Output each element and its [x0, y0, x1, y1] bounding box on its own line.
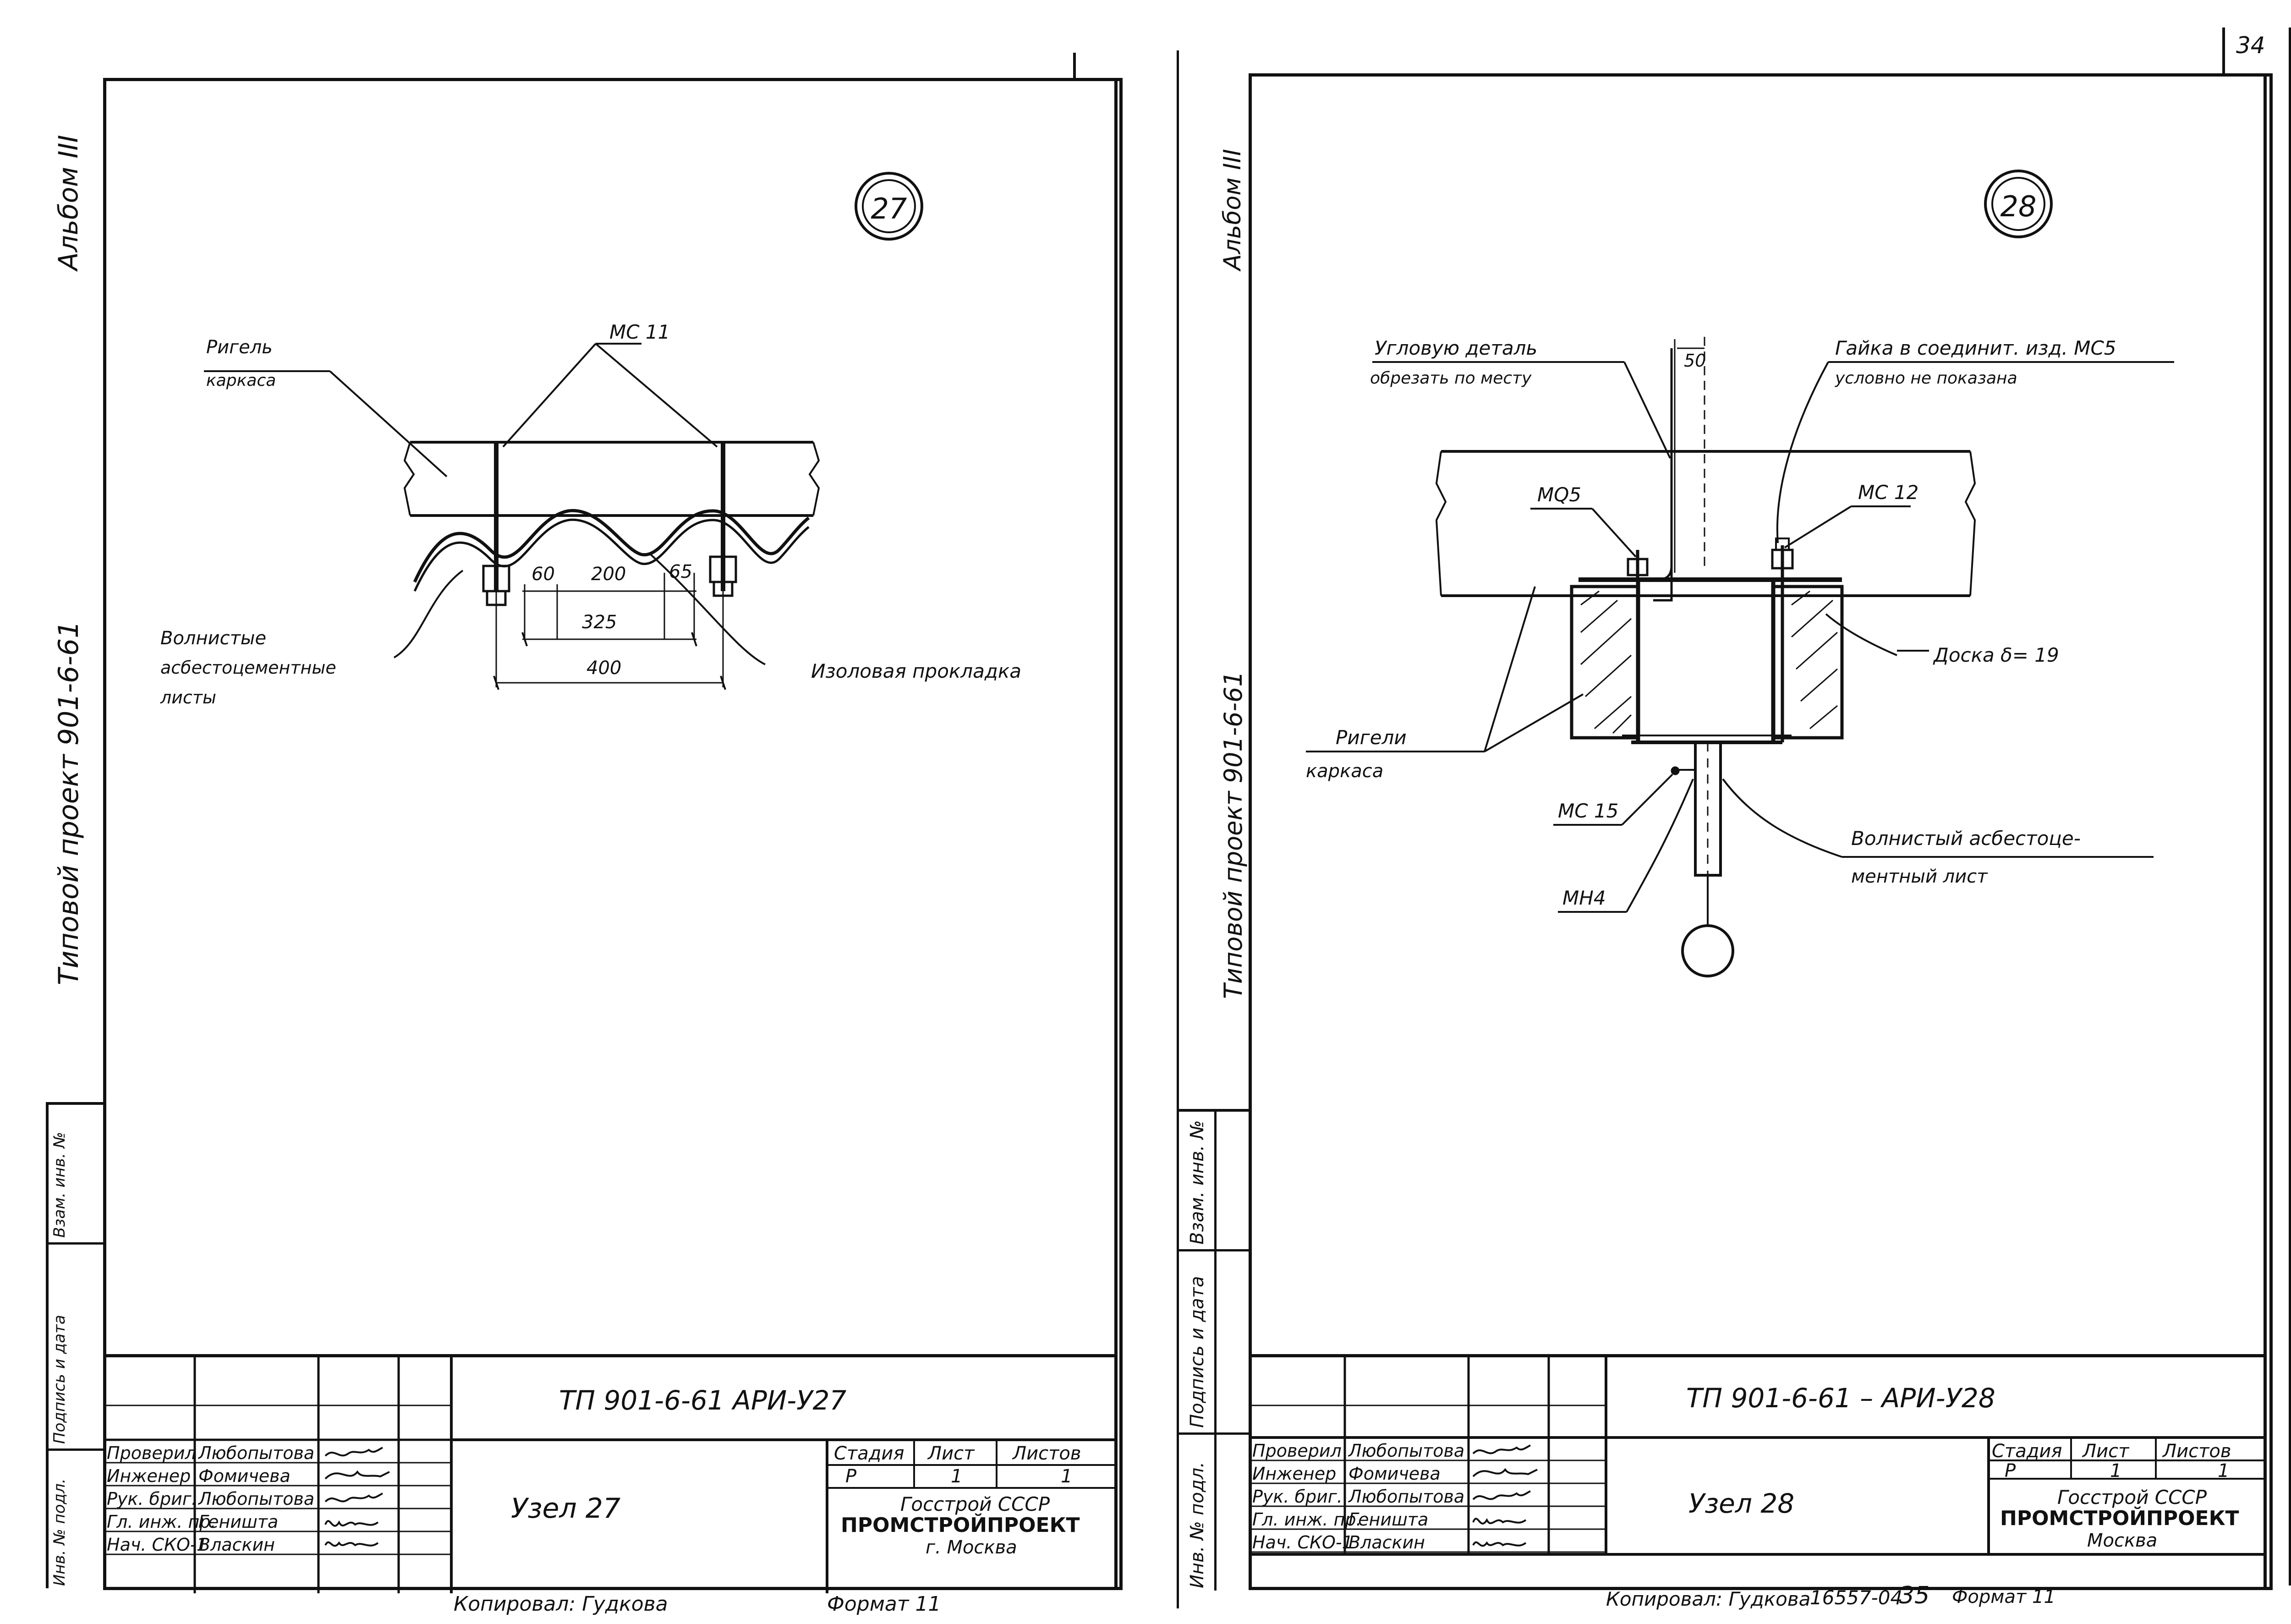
- signatures: [1472, 1444, 1538, 1547]
- label-sheets-1: Волнистые: [160, 628, 267, 649]
- name-2: Фомичева: [198, 1466, 290, 1486]
- label-mn4: МН4: [1562, 887, 1606, 909]
- sheet-header: Лист: [928, 1443, 975, 1464]
- label-sheet-1: Волнистый асбестоце-: [1851, 827, 2081, 850]
- org-line-1: Госстрой СССР: [2057, 1486, 2207, 1509]
- drawing-code: ТП 901-6-61 – АРИ-У28: [1686, 1383, 1995, 1414]
- frame-inner-line: [1114, 78, 1118, 1590]
- sheet-value: 1: [2110, 1460, 2122, 1481]
- label-corner-2: обрезать по месту: [1370, 369, 1532, 388]
- name-4: Геништа: [1348, 1509, 1429, 1530]
- label-sheet-2: ментный лист: [1851, 866, 1988, 887]
- dim-65: 65: [669, 561, 692, 582]
- label-sheets-2: асбестоцементные: [160, 658, 336, 678]
- dim-400: 400: [586, 658, 622, 679]
- role-1: Проверил: [1252, 1441, 1342, 1461]
- label-gasket: Изоловая прокладка: [811, 660, 1022, 682]
- label-mc15: МС 15: [1558, 800, 1619, 822]
- node-title: Узел 27: [511, 1492, 621, 1525]
- stage-value: Р: [2005, 1460, 2016, 1481]
- dim-325: 325: [582, 612, 617, 633]
- footer-format: Формат 11: [827, 1592, 941, 1616]
- sheet-header: Лист: [2083, 1441, 2129, 1462]
- frame-right-edge: [2289, 27, 2291, 1586]
- label-rigel-frame: каркаса: [206, 371, 276, 390]
- name-5: Власкин: [1348, 1532, 1425, 1553]
- name-4: Геништа: [198, 1512, 279, 1532]
- title-block-grid: [1249, 1357, 2267, 1556]
- footer-format: Формат 11: [1952, 1586, 2055, 1608]
- stage-value: Р: [845, 1466, 857, 1487]
- label-mc12: МС 12: [1858, 481, 1919, 504]
- role-2: Инженер: [1252, 1464, 1337, 1484]
- detail-number-circle: 27: [855, 172, 923, 241]
- top-tick: [1073, 53, 1076, 80]
- signatures: [324, 1447, 390, 1547]
- role-4: Гл. инж. пр.: [1252, 1509, 1362, 1530]
- label-nut-2: условно не показана: [1835, 369, 2017, 388]
- org-line-3: г. Москва: [926, 1537, 1017, 1558]
- label-board: Доска δ= 19: [1934, 644, 2059, 666]
- role-1: Проверил: [107, 1443, 196, 1463]
- footer-order: 16557-04: [1810, 1586, 1903, 1609]
- label-nut-1: Гайка в соединит. изд. МС5: [1835, 337, 2116, 359]
- label-mq5: MQ5: [1537, 483, 1582, 506]
- label-sheets-3: листы: [160, 687, 217, 708]
- stage-header: Стадия: [1992, 1441, 2062, 1462]
- role-3: Рук. бриг.: [107, 1489, 197, 1509]
- label-rigel: Ригель: [206, 337, 273, 358]
- drawing-code: ТП 901-6-61 АРИ-У27: [559, 1385, 847, 1416]
- stage-header: Стадия: [834, 1443, 904, 1464]
- sheet-frame: [1249, 73, 2273, 1590]
- page-number: 34: [2236, 32, 2265, 59]
- title-block: ТП 901-6-61 – АРИ-У28 Узел 28 Стадия Лис…: [1249, 1354, 2267, 1591]
- org-line-2: ПРОМСТРОЙПРОЕКТ: [841, 1514, 1080, 1537]
- label-rigels-1: Ригели: [1336, 726, 1407, 749]
- dim-50: 50: [1684, 351, 1706, 371]
- org-line-2: ПРОМСТРОЙПРОЕКТ: [2000, 1507, 2239, 1530]
- label-mc11: МС 11: [609, 321, 670, 343]
- side-stamp: Инв. № подл. Подпись и дата Взам. инв. №: [1178, 1109, 1249, 1591]
- role-2: Инженер: [107, 1466, 191, 1486]
- org-line-1: Госстрой СССР: [900, 1493, 1050, 1515]
- role-3: Рук. бриг.: [1252, 1487, 1343, 1507]
- sheet-value: 1: [951, 1466, 963, 1487]
- title-block: ТП 901-6-61 АРИ-У27 Узел 27 Стадия Лист …: [103, 1354, 1118, 1593]
- role-4: Гл. инж. пр.: [107, 1512, 216, 1532]
- dim-60: 60: [532, 564, 555, 585]
- sheets-header: Листов: [1013, 1443, 1081, 1464]
- org-line-3: Москва: [2087, 1530, 2158, 1551]
- sheet-frame: [103, 78, 1123, 1590]
- footer-page: 35: [1899, 1582, 1930, 1609]
- label-rigels-2: каркаса: [1306, 761, 1384, 782]
- page-number-box: [2222, 27, 2225, 73]
- name-1: Любопытова: [198, 1443, 315, 1463]
- frame-inner-line: [2264, 73, 2267, 1590]
- footer-copied: Копировал: Гудкова: [1606, 1588, 1811, 1610]
- detail-number: 28: [2000, 190, 2037, 223]
- detail-number: 27: [871, 192, 907, 225]
- node-title: Узел 28: [1688, 1488, 1795, 1519]
- side-stamp: Инв. № подл. Подпись и дата Взам. инв. №: [46, 1102, 103, 1588]
- sheet-divider: [1177, 50, 1179, 1608]
- dim-200: 200: [591, 564, 626, 585]
- name-5: Власкин: [198, 1535, 275, 1555]
- sheets-header: Листов: [2163, 1441, 2231, 1462]
- role-5: Нач. СКО-1: [107, 1535, 208, 1555]
- name-2: Фомичева: [1348, 1464, 1441, 1484]
- sheets-value: 1: [1061, 1466, 1073, 1487]
- sheets-value: 1: [2218, 1460, 2230, 1481]
- detail-number-circle: 28: [1984, 170, 2053, 238]
- name-3: Любопытова: [198, 1489, 315, 1509]
- footer-copied: Копировал: Гудкова: [454, 1592, 668, 1616]
- label-corner-1: Угловую деталь: [1375, 337, 1538, 359]
- name-1: Любопытова: [1348, 1441, 1465, 1461]
- role-5: Нач. СКО-1: [1252, 1532, 1353, 1553]
- title-block-grid: [103, 1357, 1118, 1593]
- name-3: Любопытова: [1348, 1487, 1465, 1507]
